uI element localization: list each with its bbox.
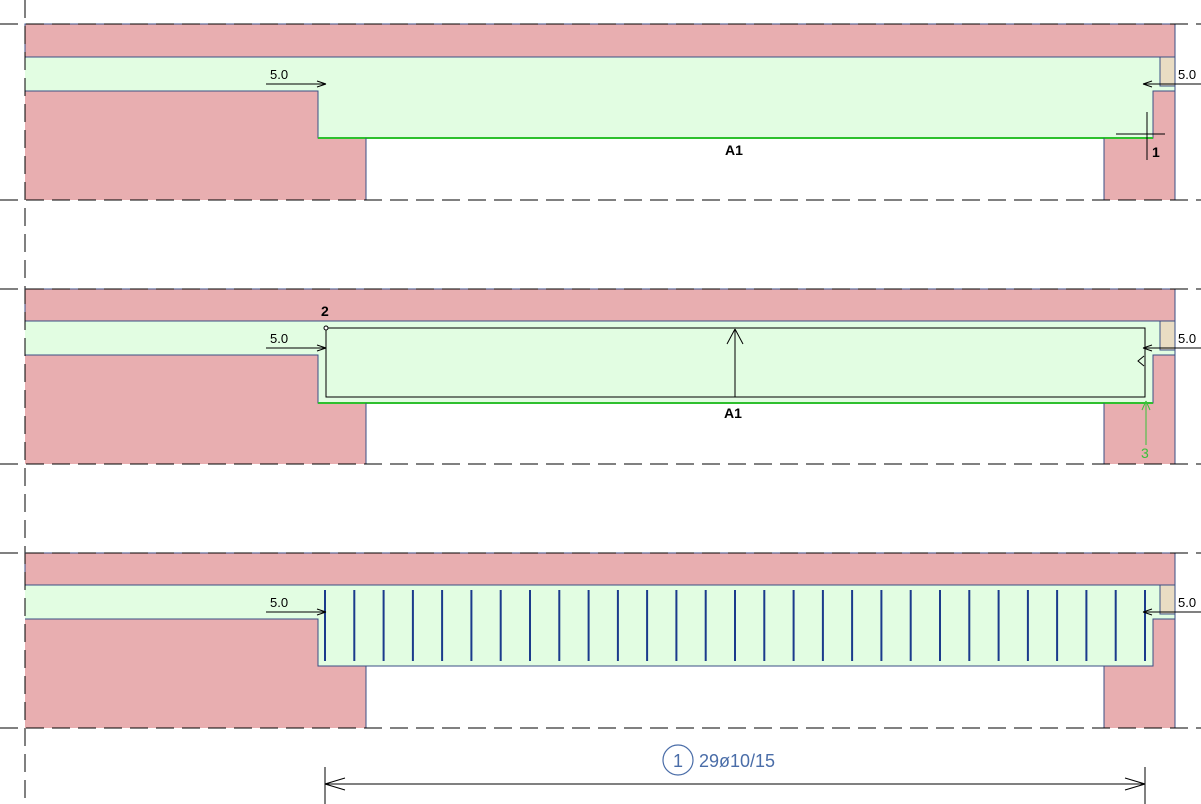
mid-dim-right-arrow xyxy=(1142,344,1153,352)
mid-wall-edges xyxy=(365,289,1176,464)
mid-wall-left-lower xyxy=(318,403,366,464)
top-dim-left-label: 5.0 xyxy=(270,67,288,82)
bot-wall-edges xyxy=(365,553,1176,728)
bot-dim-left-arrow xyxy=(316,608,327,616)
top-marker-label: 1 xyxy=(1152,144,1160,160)
dist-arrow-left xyxy=(324,777,346,791)
rebar-bars-group xyxy=(324,590,1146,661)
mid-end-marker-label: 3 xyxy=(1141,445,1149,461)
panel-middle: 5.0 5.0 A1 2 3 xyxy=(0,288,1201,465)
mid-dim-left-label: 5.0 xyxy=(270,331,288,346)
top-wall-right xyxy=(1153,91,1175,200)
mid-green-arrow-head xyxy=(1141,400,1151,411)
panel-bottom: 5.0 5.0 xyxy=(0,552,1201,729)
bot-slab-outline xyxy=(25,584,1175,667)
mid-cover-block xyxy=(1159,320,1176,351)
dist-arrow-right xyxy=(1124,777,1146,791)
top-area-label: A1 xyxy=(725,142,743,158)
mid-area-label: A1 xyxy=(724,405,742,421)
bot-wall-left-lower xyxy=(318,666,366,728)
rebar-distribution-dimension: 1 29ø10/15 xyxy=(324,744,1146,804)
panel-top: 5.0 5.0 A1 1 xyxy=(0,23,1201,201)
top-wall-edges xyxy=(365,24,1176,200)
rebar-text-label[interactable]: 29ø10/15 xyxy=(699,751,775,771)
bot-dim-left-label: 5.0 xyxy=(270,595,288,610)
top-slab-region xyxy=(318,91,1153,138)
top-crosshair xyxy=(1116,112,1165,160)
mid-direction-arrow-head xyxy=(726,328,744,345)
bot-wall-right-lower xyxy=(1104,666,1153,728)
bot-wall-left xyxy=(25,619,318,728)
mid-start-point[interactable] xyxy=(323,325,329,331)
mid-dim-left-arrow xyxy=(316,344,327,352)
top-cover-block xyxy=(1159,56,1176,87)
bot-slab-band xyxy=(25,585,1175,619)
bot-wall-upper xyxy=(24,552,1176,586)
top-wall-upper xyxy=(24,23,1176,58)
mid-wall-right xyxy=(1153,355,1175,464)
bot-dim-right-label: 5.0 xyxy=(1178,595,1196,610)
rebar-position-label: 1 xyxy=(673,751,683,771)
mid-start-marker-label: 2 xyxy=(321,303,329,319)
bot-cover-block xyxy=(1159,584,1176,615)
top-dim-right-arrow xyxy=(1142,80,1153,88)
mid-wall-left xyxy=(25,355,318,464)
top-dim-right-label: 5.0 xyxy=(1178,67,1196,82)
mid-end-arrow-head xyxy=(1137,355,1145,367)
top-slab-band xyxy=(25,57,1175,91)
mid-wall-right-lower xyxy=(1104,403,1153,464)
bot-dim-right-arrow xyxy=(1142,608,1153,616)
mid-dim-right-label: 5.0 xyxy=(1178,331,1196,346)
bot-wall-right xyxy=(1153,619,1175,728)
mid-slab-band xyxy=(25,321,1175,355)
top-wall-right-lower xyxy=(1104,138,1153,200)
rebar-position-circle[interactable] xyxy=(662,744,694,776)
top-dim-left-arrow xyxy=(316,80,327,88)
mid-wall-upper xyxy=(24,288,1176,322)
top-wall-left xyxy=(25,91,318,200)
top-wall-left-lower xyxy=(318,138,366,200)
